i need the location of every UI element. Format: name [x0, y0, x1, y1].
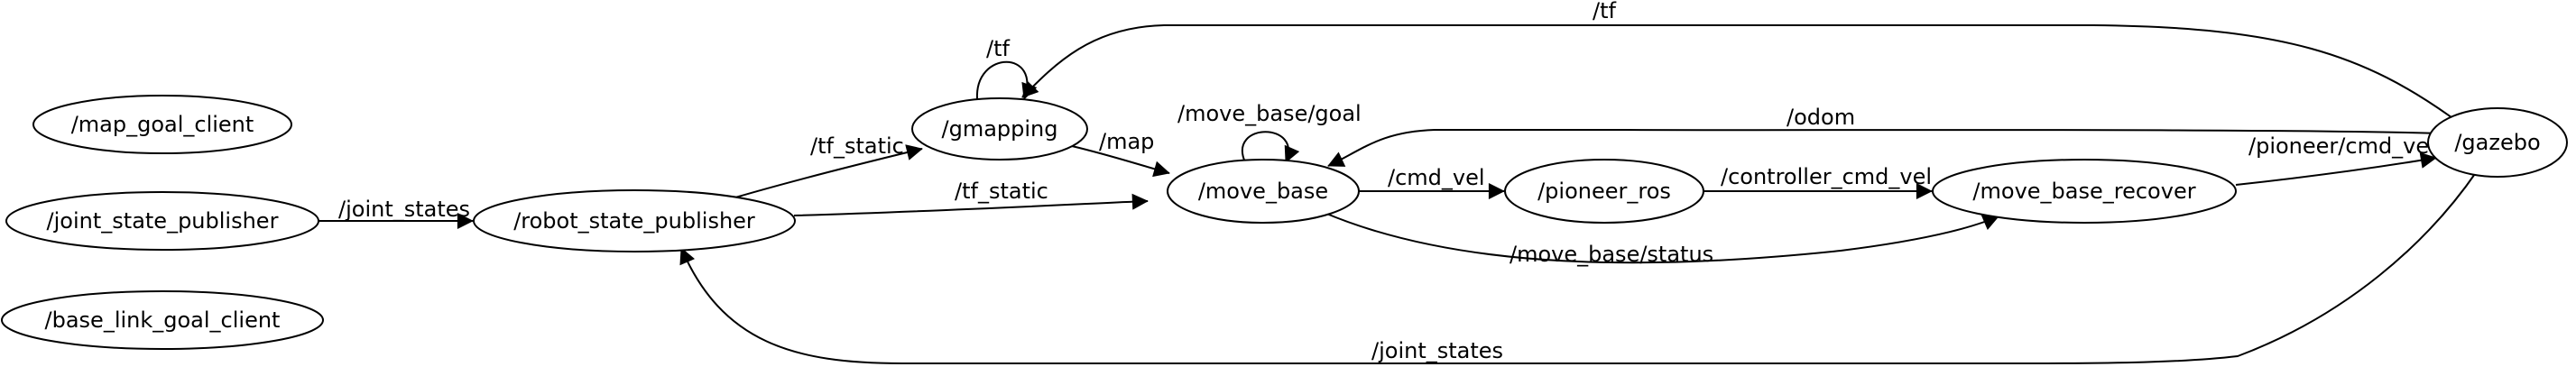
node-gmapping[interactable]: /gmapping	[911, 97, 1088, 161]
node-move-base-recover[interactable]: /move_base_recover	[1932, 159, 2237, 224]
node-label-pioneer-ros: /pioneer_ros	[1537, 179, 1671, 204]
edge-move-base-self: /move_base/goal	[1177, 101, 1362, 163]
edge-rsp-to-move-base: /tf_static	[793, 179, 1149, 216]
edge-recover-to-gazebo: /pioneer/cmd_vel	[2235, 133, 2437, 186]
node-label-map-goal-client: /map_goal_client	[71, 112, 254, 137]
edge-label-tf-static-2: /tf_static	[955, 179, 1048, 204]
node-label-move-base-recover: /move_base_recover	[1972, 179, 2195, 204]
node-move-base[interactable]: /move_base	[1167, 159, 1360, 224]
node-map-goal-client[interactable]: /map_goal_client	[32, 95, 292, 154]
edge-label-pioneer-cmd-vel: /pioneer/cmd_vel	[2248, 133, 2435, 159]
edge-label-tf-static-1: /tf_static	[810, 133, 904, 159]
edge-gazebo-to-move-base: /odom	[1327, 105, 2442, 167]
nodes: /map_goal_client /joint_state_publisher …	[1, 95, 2568, 350]
node-label-joint-state-publisher: /joint_state_publisher	[47, 208, 279, 234]
edge-label-joint-states-2: /joint_states	[1371, 338, 1503, 363]
node-gazebo[interactable]: /gazebo	[2427, 107, 2568, 178]
edge-label-move-base-goal: /move_base/goal	[1177, 101, 1362, 126]
edge-label-controller-cmd-vel: /controller_cmd_vel	[1721, 164, 1932, 189]
edge-rsp-to-gmapping: /tf_static	[734, 133, 923, 198]
edge-label-move-base-status: /move_base/status	[1510, 242, 1713, 267]
node-label-robot-state-publisher: /robot_state_publisher	[513, 208, 755, 234]
edge-label-joint-states-1: /joint_states	[338, 197, 470, 222]
edge-gmapping-self: /tf	[975, 36, 1038, 100]
node-joint-state-publisher[interactable]: /joint_state_publisher	[5, 191, 319, 251]
edge-label-tf-self: /tf	[986, 36, 1010, 61]
node-base-link-goal-client[interactable]: /base_link_goal_client	[1, 290, 324, 350]
node-label-gazebo: /gazebo	[2454, 130, 2540, 155]
edge-label-map: /map	[1099, 129, 1154, 154]
edge-label-odom: /odom	[1787, 105, 1855, 130]
edge-gazebo-to-gmapping: /tf	[1021, 0, 2456, 121]
node-pioneer-ros[interactable]: /pioneer_ros	[1504, 159, 1704, 224]
node-label-base-link-goal-client: /base_link_goal_client	[45, 307, 281, 333]
node-label-move-base: /move_base	[1198, 179, 1328, 204]
edge-pioneer-to-recover: /controller_cmd_vel	[1703, 164, 1933, 199]
edge-move-base-to-recover: /move_base/status	[1324, 212, 1999, 267]
node-label-gmapping: /gmapping	[942, 116, 1058, 142]
edge-move-base-to-pioneer: /cmd_vel	[1359, 165, 1505, 199]
edge-jsp-to-rsp: /joint_states	[319, 197, 474, 229]
edge-gmapping-to-move-base: /map	[1071, 129, 1170, 178]
node-robot-state-publisher[interactable]: /robot_state_publisher	[473, 189, 796, 252]
edge-gazebo-to-rsp: /joint_states	[679, 170, 2478, 364]
edge-label-cmd-vel: /cmd_vel	[1388, 165, 1485, 190]
edge-label-tf-top: /tf	[1593, 0, 1616, 23]
edges: /joint_states /tf_static /tf_static /tf …	[319, 0, 2478, 364]
